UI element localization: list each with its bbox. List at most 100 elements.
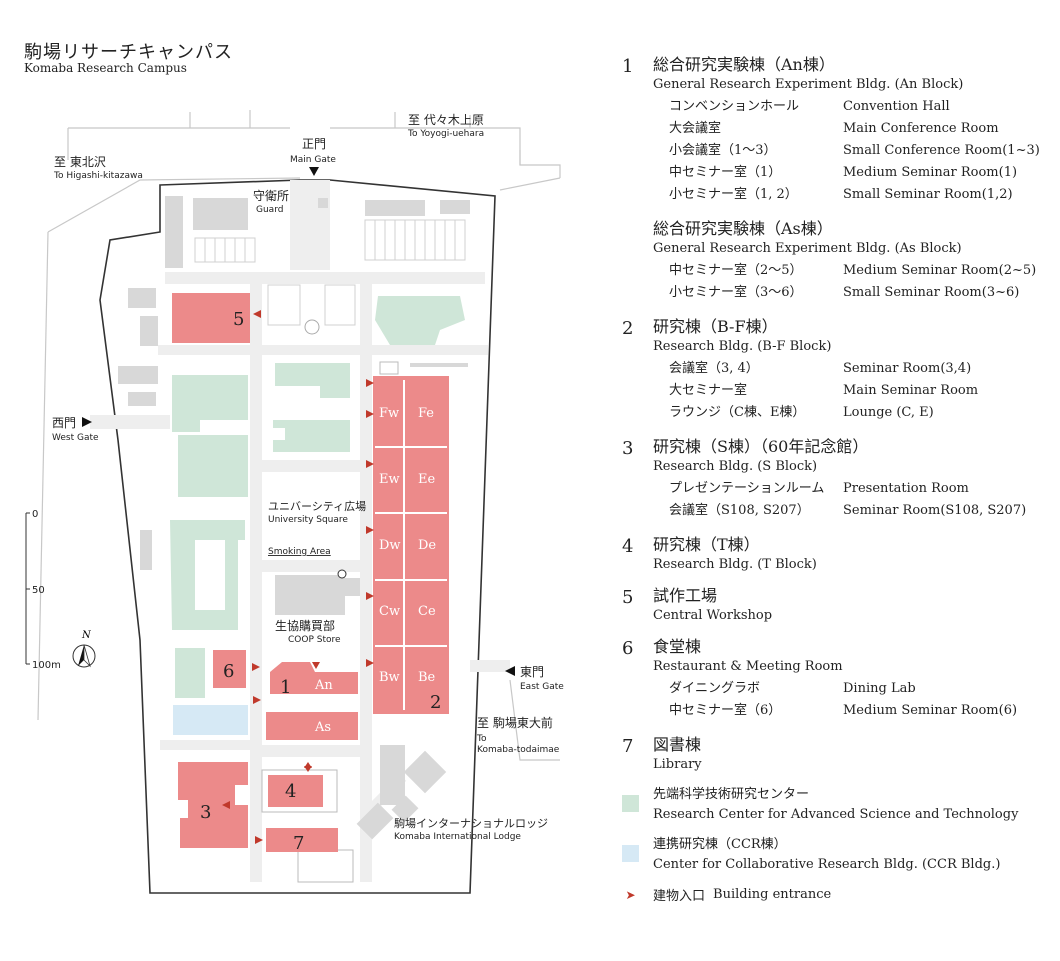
room-en: Convention Hall — [843, 99, 950, 114]
target-buildings — [172, 293, 449, 852]
legend-bldg-1-jp: 総合研究実験棟（An棟） — [653, 55, 835, 74]
room-en: Lounge (C, E) — [843, 405, 934, 420]
bldg-2 — [373, 376, 449, 714]
room-jp: 大会議室 — [669, 121, 722, 136]
legend-bldg-6-en: Restaurant & Meeting Room — [653, 659, 843, 674]
legend-num-6: 6 — [622, 638, 634, 659]
legend-bldg-7-jp: 図書棟 — [653, 735, 702, 754]
legend-rcast: 先端科学技術研究センター Research Center for Advance… — [622, 785, 1052, 825]
room-en: Seminar Room(S108, S207) — [843, 503, 1027, 518]
room-jp: 中セミナー室（1） — [669, 165, 782, 180]
room-jp: 中セミナー室（6） — [669, 703, 782, 718]
room-en: Medium Seminar Room(1) — [843, 165, 1018, 180]
univ-square-jp: ユニバーシティ広場 — [268, 500, 366, 513]
univ-square-en: University Square — [268, 515, 348, 525]
guard-en: Guard — [256, 205, 283, 215]
higashi-jp: 至 東北沢 — [54, 155, 106, 169]
bldg-3 — [178, 762, 248, 848]
bldg-4 — [268, 775, 323, 807]
room-en: Medium Seminar Room(2~5) — [843, 263, 1037, 278]
roads — [90, 180, 510, 882]
scale-0: 0 — [32, 509, 38, 520]
room-row: 中セミナー室（1） Medium Seminar Room(1) — [622, 162, 1052, 184]
parking-lots — [194, 219, 466, 326]
room-row: 小会議室（1〜3）Small Conference Room(1~3) — [622, 140, 1052, 162]
room-en: Main Conference Room — [843, 121, 999, 136]
room-row: プレゼンテーションルーム Presentation Room — [622, 478, 1052, 500]
roundabout — [304, 319, 320, 335]
room-en: Small Seminar Room(1,2) — [843, 187, 1013, 202]
bldg-6 — [213, 650, 246, 688]
legend: 1 総合研究実験棟（An棟） General Research Experime… — [622, 54, 1052, 904]
room-jp: 小セミナー室（3〜6） — [669, 285, 803, 300]
room-jp: 中セミナー室（2〜5） — [669, 263, 803, 278]
room-jp: プレゼンテーションルーム — [669, 481, 825, 496]
map-title-en: Komaba Research Campus — [24, 61, 187, 75]
main-gate-jp: 正門 — [302, 137, 326, 151]
legend-bldg-2-jp: 研究棟（B-F棟） — [653, 317, 778, 336]
room-row: 中セミナー室（6）Medium Seminar Room(6) — [622, 700, 1052, 722]
smoking-area-icon — [337, 569, 347, 579]
lodge-jp: 駒場インターナショナルロッジ — [394, 817, 548, 830]
street-lines — [37, 110, 561, 761]
legend-bldg-2-en: Research Bldg. (B-F Block) — [653, 339, 832, 354]
legend-bldg-3-jp: 研究棟（S棟）（60年記念館） — [653, 437, 869, 456]
yoyogi-en: To Yoyogi-uehara — [407, 129, 484, 139]
legend-bldg-5-jp: 試作工場 — [653, 586, 718, 605]
yoyogi-jp: 至 代々木上原 — [408, 113, 484, 127]
room-jp: ラウンジ（C棟、E棟） — [669, 405, 806, 420]
room-en: Small Seminar Room(3~6) — [843, 285, 1020, 300]
campus-map: 5 6 1 2 3 4 7 An As Fw Fe Ew Ee Dw De Cw… — [25, 110, 564, 894]
room-row: 会議室（S108, S207）Seminar Room(S108, S207) — [622, 500, 1052, 522]
room-jp: 小会議室（1〜3） — [669, 143, 777, 158]
legend-bldg-1s: 総合研究実験棟（As棟） General Research Experiment… — [622, 218, 1052, 304]
north-label: N — [81, 630, 92, 641]
label-ew: Ew — [379, 472, 400, 487]
room-jp: ダイニングラボ — [669, 681, 761, 696]
map-title-jp: 駒場リサーチキャンパス — [24, 42, 233, 63]
room-row: 中セミナー室（2〜5） Medium Seminar Room(2~5) — [622, 260, 1052, 282]
legend-bldg-1s-en: General Research Experiment Bldg. (As Bl… — [653, 241, 962, 256]
main-gate-en: Main Gate — [290, 155, 336, 165]
room-jp: 会議室（3, 4） — [669, 361, 759, 376]
todaimae-en2: Komaba-todaimae — [477, 745, 560, 755]
legend-bldg-3: 3 研究棟（S棟）（60年記念館） Research Bldg. (S Bloc… — [622, 436, 1052, 522]
legend-bldg-1-en: General Research Experiment Bldg. (An Bl… — [653, 77, 964, 92]
west-gate-en: West Gate — [52, 433, 99, 443]
label-dw: Dw — [379, 538, 401, 553]
label-be: Be — [418, 670, 436, 685]
entrance-en: Building entrance — [713, 887, 832, 902]
legend-num-7: 7 — [622, 736, 634, 757]
legend-num-3: 3 — [622, 438, 634, 459]
bldg-1-as — [266, 712, 358, 740]
legend-bldg-5-en: Central Workshop — [653, 608, 773, 623]
legend-num-2: 2 — [622, 318, 634, 339]
bldg-7 — [266, 828, 338, 852]
room-row: 会議室（3, 4）Seminar Room(3,4) — [622, 358, 1052, 380]
west-gate-jp: 西門 — [52, 416, 76, 430]
room-row: 大会議室 Main Conference Room — [622, 118, 1052, 140]
legend-entrance: ➤ 建物入口 Building entrance — [622, 885, 1052, 904]
label-as: As — [314, 720, 331, 735]
room-en: Presentation Room — [843, 481, 969, 496]
west-gate-marker — [82, 417, 92, 427]
legend-bldg-4-en: Research Bldg. (T Block) — [653, 557, 817, 572]
legend-bldg-4-jp: 研究棟（T棟） — [653, 535, 760, 554]
legend-bldg-7-en: Library — [653, 757, 702, 772]
main-gate-marker — [309, 167, 319, 176]
rcast-swatch — [622, 795, 639, 812]
label-fe: Fe — [418, 406, 434, 421]
room-jp: コンベンションホール — [669, 99, 800, 114]
legend-bldg-1: 1 総合研究実験棟（An棟） General Research Experime… — [622, 54, 1052, 206]
label-bldg-5: 5 — [233, 309, 244, 330]
entrance-jp: 建物入口 — [653, 889, 706, 904]
entrance-arrow-icon: ➤ — [625, 887, 636, 902]
east-gate-en: East Gate — [520, 682, 564, 692]
ccr-swatch — [622, 845, 639, 862]
label-bldg-3: 3 — [200, 802, 211, 823]
room-en: Main Seminar Room — [843, 383, 979, 398]
room-en: Dining Lab — [843, 681, 916, 696]
rcast-buildings — [170, 296, 465, 698]
